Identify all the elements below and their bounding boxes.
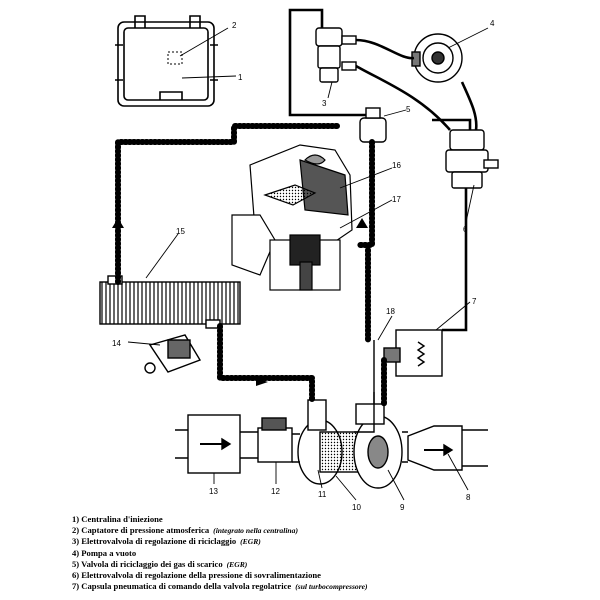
vacuum-hoses <box>288 8 478 332</box>
pneumatic-capsule <box>383 329 443 377</box>
callout-13: 13 <box>209 487 218 496</box>
air-exhaust-ducts <box>175 392 488 467</box>
flow-arrows <box>112 218 368 386</box>
callout-1: 1 <box>238 73 243 82</box>
legend-item-5: 5) Valvola di riciclaggio dei gas di sca… <box>72 558 248 569</box>
callout-14: 14 <box>112 339 121 348</box>
callout-leaders <box>127 27 489 501</box>
legend-item-7: 7) Capsula pneumatica di comando della v… <box>72 581 368 592</box>
callout-2: 2 <box>232 21 237 30</box>
boost-solenoid-valve <box>445 129 499 189</box>
callout-18: 18 <box>386 307 395 316</box>
callout-9: 9 <box>400 503 405 512</box>
legend-item-4: 4) Pompa a vuoto <box>72 547 137 558</box>
intercooler <box>99 275 241 329</box>
legend-item-3: 3) Elettrovalvola di regolazione di rici… <box>72 536 261 547</box>
egr-valve <box>359 107 387 143</box>
legend-item-2: 2) Captatore di pressione atmosferica(in… <box>72 525 298 536</box>
callout-3: 3 <box>322 99 327 108</box>
ecu-unit <box>115 15 218 107</box>
callout-4: 4 <box>490 19 495 28</box>
engine-schematic: 2 1 3 4 5 6 16 17 15 14 7 18 8 9 10 11 1… <box>99 8 499 512</box>
dotted-ducts <box>115 123 387 408</box>
callout-8: 8 <box>466 493 471 502</box>
callout-12: 12 <box>271 487 280 496</box>
air-flow-meter <box>257 417 293 463</box>
air-filter <box>187 414 241 474</box>
callout-17: 17 <box>392 195 401 204</box>
egr-solenoid-valve <box>315 27 357 83</box>
boost-pressure-sensor <box>144 334 202 374</box>
legend-item-6: 6) Elettrovalvola di regolazione della p… <box>72 570 321 581</box>
callout-10: 10 <box>352 503 361 512</box>
callout-6: 6 <box>463 225 468 234</box>
catalytic-converter <box>407 425 463 471</box>
callout-16: 16 <box>392 161 401 170</box>
vacuum-pump <box>411 33 463 83</box>
turbocharger <box>297 399 403 489</box>
legend-item-1: 1) Centralina d'iniezione <box>72 514 163 524</box>
callout-15: 15 <box>176 227 185 236</box>
callout-11: 11 <box>318 490 327 499</box>
legend: 1) Centralina d'iniezione 2) Captatore d… <box>72 514 592 592</box>
callout-5: 5 <box>406 105 411 114</box>
engine-block <box>231 144 353 291</box>
callout-7: 7 <box>472 297 477 306</box>
